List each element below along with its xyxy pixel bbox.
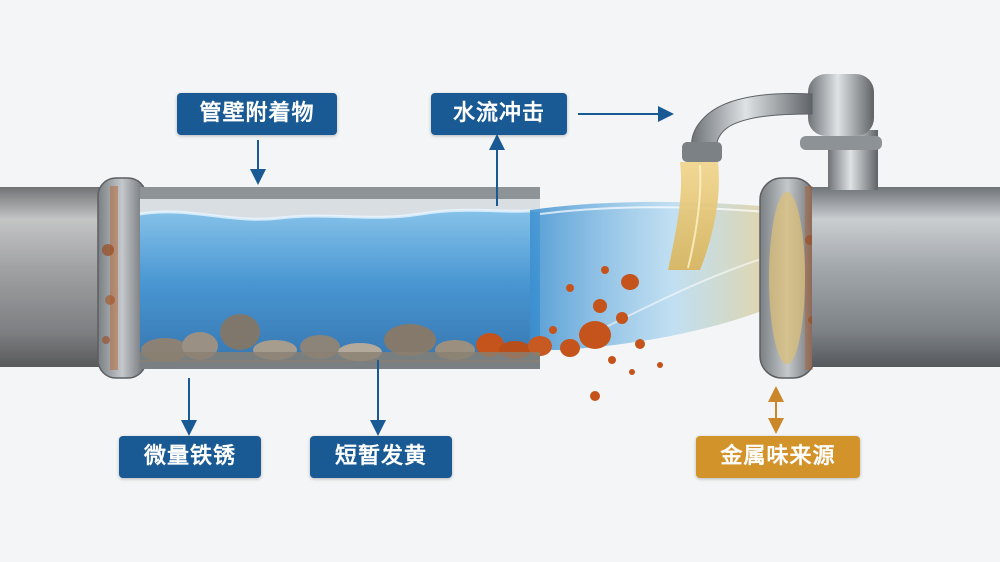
- label-brief-yellowing: 短暂发黄: [310, 436, 452, 478]
- water-stream: [530, 201, 791, 350]
- left-pipe: [0, 187, 110, 367]
- pointer-arrows: [181, 106, 784, 436]
- rust-particles: [549, 266, 663, 401]
- right-flange: [759, 177, 816, 379]
- label-slight-rust: 微量铁锈: [119, 436, 261, 478]
- faucet-icon: [682, 74, 882, 190]
- label-wall-deposits: 管壁附着物: [177, 93, 337, 135]
- left-flange: [97, 177, 147, 379]
- label-water-impact: 水流冲击: [431, 93, 567, 135]
- right-pipe: [812, 187, 1000, 367]
- sediment-deposits: [140, 314, 552, 362]
- yellow-water-pour: [668, 162, 719, 270]
- label-metallic-taste-source: 金属味来源: [696, 436, 860, 478]
